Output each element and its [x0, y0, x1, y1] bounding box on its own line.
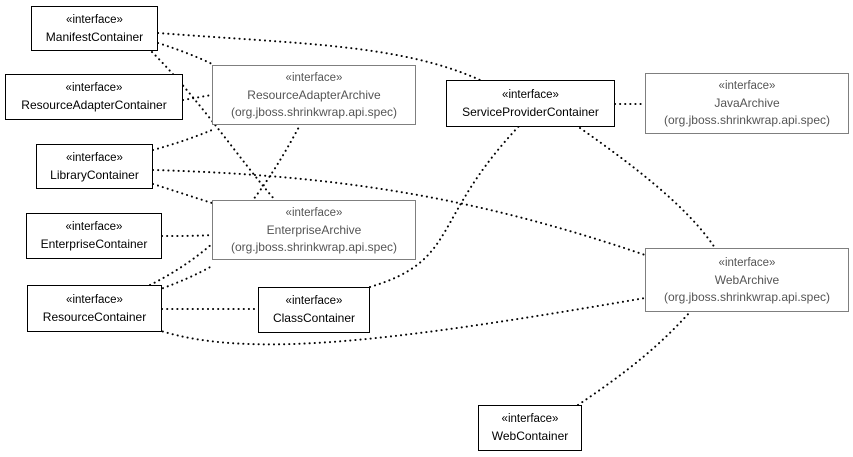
edge-library-war [152, 169, 646, 256]
class-name: WebArchive [714, 272, 780, 287]
stereotype-label: «interface» [65, 82, 123, 94]
web-container-node[interactable]: «interface» WebContainer [478, 405, 582, 451]
edge-library-ear [152, 183, 213, 204]
stereotype-label: «interface» [65, 221, 123, 233]
resource-container-node[interactable]: «interface» ResourceContainer [27, 285, 162, 332]
edge-classc-spc [369, 124, 521, 288]
package-label: (org.jboss.shrinkwrap.api.spec) [663, 289, 831, 304]
edge-spc-war [579, 127, 716, 249]
service-provider-container-node[interactable]: «interface» ServiceProviderContainer [446, 80, 615, 127]
enterprise-archive-node[interactable]: «interface» EnterpriseArchive (org.jboss… [212, 200, 416, 260]
stereotype-label: «interface» [66, 13, 123, 26]
edge-resource-ear [157, 265, 213, 291]
edge-resource-adapter-container-rar [182, 94, 213, 101]
edge-resource-war [157, 297, 646, 346]
class-name: WebContainer [491, 429, 569, 443]
edge-manifest-ear [151, 51, 276, 201]
stereotype-label: «interface» [501, 413, 559, 425]
resource-adapter-archive-node[interactable]: «interface» ResourceAdapterArchive (org.… [212, 65, 416, 125]
stereotype-label: «interface» [718, 80, 776, 92]
class-name: EnterpriseContainer [40, 237, 148, 251]
edge-enterprise-container-ear [161, 234, 213, 237]
web-archive-node[interactable]: «interface» WebArchive (org.jboss.shrink… [645, 248, 849, 312]
class-name: EnterpriseArchive [266, 222, 362, 237]
package-label: (org.jboss.shrinkwrap.api.spec) [230, 239, 398, 254]
stereotype-label: «interface» [502, 88, 559, 101]
edge-webc-war [577, 311, 691, 406]
java-archive-node[interactable]: «interface» JavaArchive (org.jboss.shrin… [645, 73, 849, 134]
edge-library-rar [152, 129, 213, 151]
class-name: ManifestContainer [45, 29, 144, 44]
class-name: ResourceContainer [42, 309, 147, 324]
stereotype-label: «interface» [285, 71, 343, 84]
library-container-node[interactable]: «interface» LibraryContainer [36, 144, 153, 189]
class-name: LibraryContainer [50, 167, 139, 182]
stereotype-label: «interface» [285, 206, 343, 219]
class-name: ClassContainer [272, 311, 356, 325]
class-name: ServiceProviderContainer [462, 104, 599, 119]
package-label: (org.jboss.shrinkwrap.api.spec) [663, 113, 831, 127]
enterprise-container-node[interactable]: «interface» EnterpriseContainer [26, 213, 162, 259]
package-label: (org.jboss.shrinkwrap.api.spec) [230, 104, 398, 119]
class-name: ResourceAdapterContainer [21, 98, 167, 112]
stereotype-label: «interface» [285, 295, 343, 307]
stereotype-label: «interface» [66, 151, 123, 164]
manifest-container-node[interactable]: «interface» ManifestContainer [31, 6, 158, 51]
class-name: ResourceAdapterArchive [247, 87, 381, 102]
class-name: JavaArchive [714, 96, 780, 110]
stereotype-label: «interface» [66, 293, 123, 306]
class-container-node[interactable]: «interface» ClassContainer [258, 287, 370, 333]
resource-adapter-container-node[interactable]: «interface» ResourceAdapterContainer [5, 74, 183, 120]
edge-manifest-rar [157, 42, 213, 65]
stereotype-label: «interface» [718, 256, 776, 269]
